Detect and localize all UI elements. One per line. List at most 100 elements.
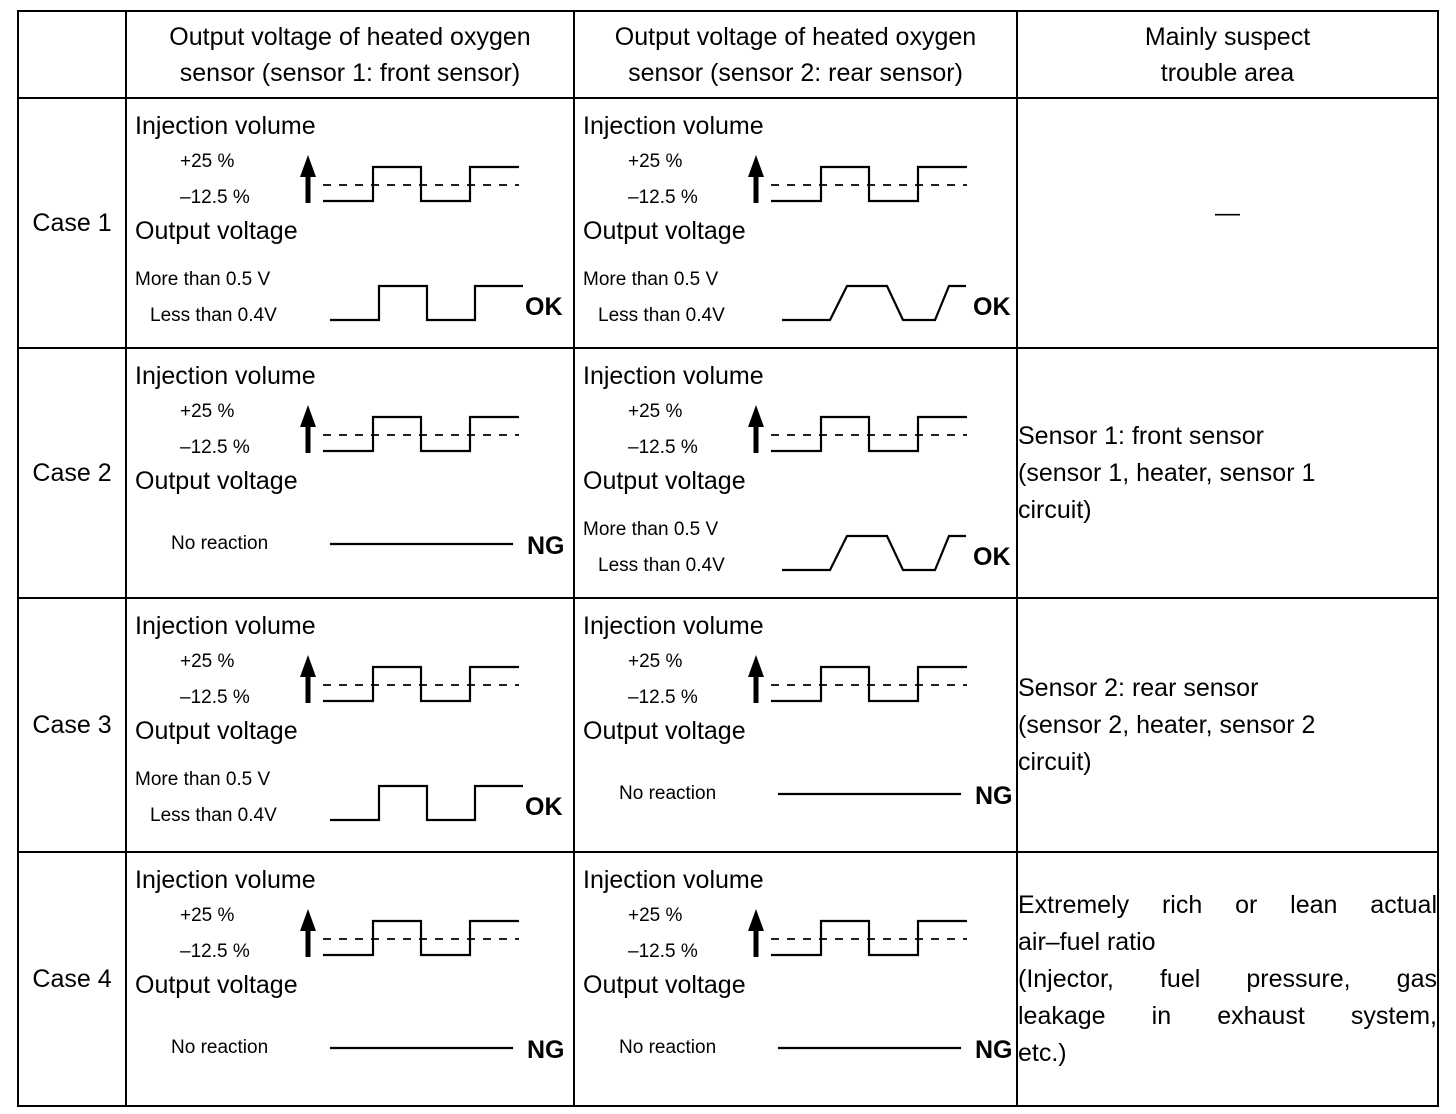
rear-waveform: Injection volume+25 %–12.5 %Output volta… (583, 112, 1011, 326)
rear-sensor-cell: Injection volume+25 %–12.5 %Output volta… (573, 97, 1018, 349)
case-label: Case 3 (17, 597, 127, 853)
injection-waveform (323, 665, 519, 703)
front-waveform: Injection volume +25 % –12.5 % Output volta… (135, 866, 565, 1064)
header-front-line1: Output voltage of heated oxygen (169, 22, 531, 51)
arrow-head-icon (300, 155, 316, 177)
minus-12-5-label: –12.5 % (180, 941, 250, 962)
header-row: Output voltage of heated oxygen sensor (… (17, 10, 1439, 99)
front-sensor-cell: Injection volume+25 %–12.5 %Output volta… (125, 97, 575, 349)
minus-12-5-label: –12.5 % (628, 687, 698, 708)
rear-sensor-cell: Injection volume +25 % –12.5 % Output volta… (573, 347, 1018, 599)
front-waveform: Injection volume+25 %–12.5 %Output volta… (135, 112, 563, 326)
trouble-area-line: etc.) (1018, 1038, 1067, 1067)
header-rear-line1: Output voltage of heated oxygen (614, 22, 977, 51)
arrow-head-icon (748, 909, 764, 931)
diagnosis-table: Output voltage of heated oxygen sensor (… (17, 10, 1439, 1107)
injection-volume-label: Injection volume (135, 362, 316, 390)
no-reaction-label: No reaction (619, 783, 716, 804)
result-ng-label: NG (527, 532, 565, 560)
minus-12-5-label: –12.5 % (628, 187, 698, 208)
trouble-area-cell: — (1016, 97, 1439, 349)
arrow-head-icon (300, 655, 316, 677)
trouble-area-line: (sensor 1, heater, sensor 1 (1018, 458, 1316, 487)
injection-volume-label: Injection volume (135, 866, 316, 894)
minus-12-5-label: –12.5 % (180, 687, 250, 708)
plus-25-label: +25 % (180, 905, 235, 926)
trouble-area-line: (sensor 2, heater, sensor 2 (1018, 710, 1316, 739)
rear-waveform: Injection volume+25 %–12.5 %Output volta… (583, 866, 1013, 1064)
trouble-area-line: (Injector, fuel pressure, gas (1018, 964, 1437, 993)
injection-volume-label: Injection volume (583, 112, 764, 140)
output-voltage-label: Output voltage (583, 717, 746, 745)
plus-25-label: +25 % (628, 905, 683, 926)
header-area-line2: trouble area (1160, 58, 1295, 87)
injection-waveform (771, 919, 967, 957)
plus-25-label: +25 % (628, 651, 683, 672)
arrow-head-icon (300, 405, 316, 427)
output-voltage-label: Output voltage (583, 971, 746, 999)
injection-waveform (323, 919, 519, 957)
plus-25-label: +25 % (180, 651, 235, 672)
front-sensor-cell: Injection volume+25 %–12.5 %Output volta… (125, 347, 575, 599)
injection-volume-label: Injection volume (583, 866, 764, 894)
more-than-label: More than 0.5 V (583, 519, 719, 540)
case-label: Case 4 (17, 851, 127, 1107)
case-row: Case 3 Injection volume +25 % –12.5 % Output… (17, 597, 1439, 853)
header-rear-line2: sensor (sensor 2: rear sensor) (628, 58, 963, 87)
output-voltage-label: Output voltage (583, 467, 746, 495)
trouble-area-cell: Sensor 1: front sensor (sensor 1, heater,… (1016, 347, 1439, 599)
trouble-area-line: circuit) (1018, 747, 1092, 776)
injection-volume-label: Injection volume (135, 612, 316, 640)
no-reaction-label: No reaction (619, 1037, 716, 1058)
rear-waveform: Injection volume+25 %–12.5 %Output volta… (583, 612, 1013, 810)
case-label: Case 1 (17, 97, 127, 349)
front-waveform: Injection volume+25 %–12.5 %Output volta… (135, 612, 563, 826)
trouble-area-cell: Sensor 2: rear sensor(sensor 2, heater, … (1016, 597, 1439, 853)
injection-volume-label: Injection volume (583, 362, 764, 390)
injection-waveform (323, 415, 519, 453)
arrow-head-icon (748, 405, 764, 427)
case-row: Case 2 Injection volume +25 % –12.5 % Output… (17, 347, 1439, 599)
minus-12-5-label: –12.5 % (628, 437, 698, 458)
less-than-label: Less than 0.4V (598, 555, 725, 576)
header-area-line1: Mainly suspect (1144, 22, 1311, 51)
injection-waveform (771, 165, 967, 203)
result-ng-label: NG (527, 1036, 565, 1064)
header-front-sensor: Output voltage of heated oxygen sensor (… (125, 10, 575, 99)
output-waveform (782, 284, 966, 322)
trouble-area-dash: — (1215, 198, 1240, 227)
result-ng-label: NG (975, 1036, 1013, 1064)
result-ok-label: OK (525, 793, 563, 821)
less-than-label: Less than 0.4V (598, 305, 725, 326)
plus-25-label: +25 % (628, 401, 683, 422)
trouble-area-line: leakage in exhaust system, (1018, 1001, 1437, 1030)
output-voltage-label: Output voltage (135, 217, 298, 245)
case-row: Case 4 Injection volume +25 % –12.5 % Output… (17, 851, 1439, 1107)
output-voltage-label: Output voltage (135, 971, 298, 999)
rear-sensor-cell: Injection volume+25 %–12.5 %Output volta… (573, 851, 1018, 1107)
header-empty (17, 10, 127, 99)
case-label: Case 2 (17, 347, 127, 599)
header-front-line2: sensor (sensor 1: front sensor) (179, 58, 521, 87)
injection-waveform (771, 415, 967, 453)
front-sensor-cell: Injection volume+25 %–12.5 %Output volta… (125, 597, 575, 853)
result-ok-label: OK (973, 543, 1011, 571)
trouble-area-line: Sensor 1: front sensor (1018, 421, 1264, 450)
output-waveform (330, 284, 523, 322)
front-waveform: Injection volume+25 %–12.5 %Output volta… (135, 362, 565, 560)
less-than-label: Less than 0.4V (150, 805, 277, 826)
minus-12-5-label: –12.5 % (180, 437, 250, 458)
more-than-label: More than 0.5 V (135, 769, 271, 790)
output-voltage-label: Output voltage (135, 467, 298, 495)
injection-waveform (771, 665, 967, 703)
rear-sensor-cell: Injection volume+25 %–12.5 %Output volta… (573, 597, 1018, 853)
no-reaction-label: No reaction (171, 1037, 268, 1058)
less-than-label: Less than 0.4V (150, 305, 277, 326)
injection-waveform (323, 165, 519, 203)
minus-12-5-label: –12.5 % (180, 187, 250, 208)
more-than-label: More than 0.5 V (135, 269, 271, 290)
plus-25-label: +25 % (628, 151, 683, 172)
result-ng-label: NG (975, 782, 1013, 810)
